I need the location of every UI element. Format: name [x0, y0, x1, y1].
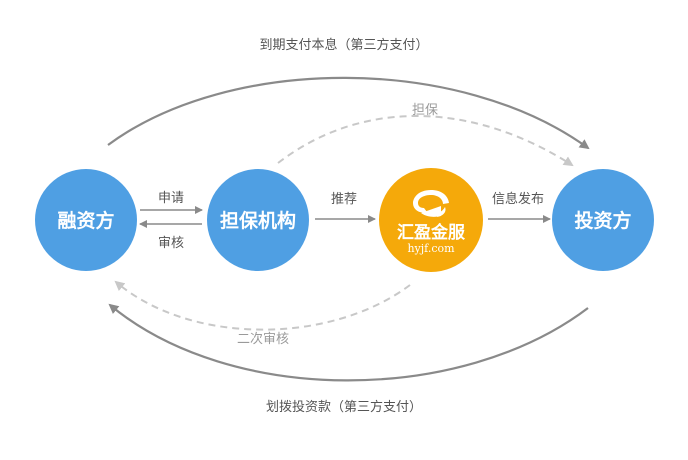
- review-label: 审核: [158, 236, 184, 251]
- guarantee-dashed-arrow: [277, 115, 574, 167]
- node-guarantee-agency: 担保机构: [207, 169, 309, 271]
- node-platform: 汇盈金服 hyjf.com: [379, 168, 483, 272]
- top-arc-arrow: [107, 76, 590, 150]
- node-financing-party: 融资方: [35, 169, 137, 271]
- apply-label: 申请: [158, 191, 184, 206]
- node-investor: 投资方: [552, 169, 654, 271]
- guarantee-agency-label: 担保机构: [220, 209, 296, 232]
- platform-domain: hyjf.com: [407, 242, 455, 255]
- investor-label: 投资方: [574, 209, 631, 232]
- second-review-dashed-label: 二次审核: [237, 331, 289, 347]
- bottom-arc-arrow: [108, 303, 589, 382]
- guarantee-dashed-label: 担保: [412, 103, 438, 118]
- recommend-label: 推荐: [331, 192, 357, 207]
- publish-label: 信息发布: [492, 191, 544, 207]
- bottom-arc-label: 划拨投资款（第三方支付）: [266, 399, 422, 415]
- platform-name: 汇盈金服: [397, 222, 466, 243]
- platform-logo-icon: [413, 190, 449, 217]
- second-review-dashed-arrow: [114, 280, 411, 331]
- financing-party-label: 融资方: [57, 209, 114, 232]
- top-arc-label: 到期支付本息（第三方支付）: [259, 37, 428, 53]
